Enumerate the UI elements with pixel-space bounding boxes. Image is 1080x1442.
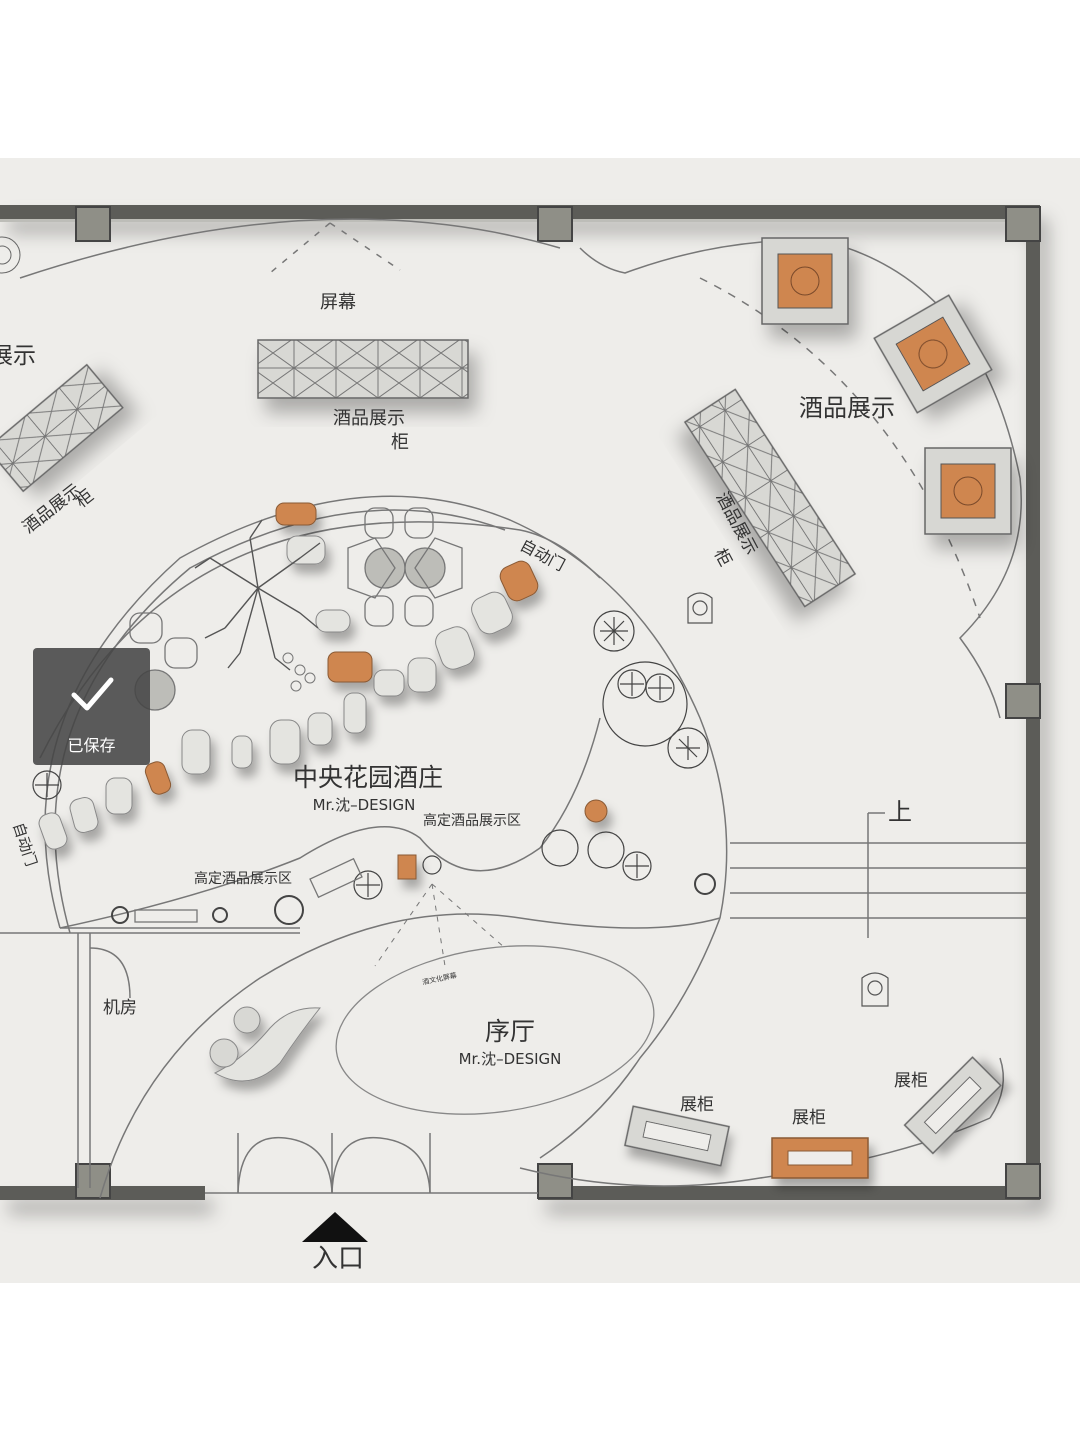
cabinet-1 <box>624 1105 730 1167</box>
wine-cabinet-top <box>257 339 469 399</box>
toast-label: 已保存 <box>67 736 116 755</box>
label-lobby: 序厅 <box>485 1017 535 1046</box>
wine-display-boxes <box>761 237 1012 535</box>
label-machine-room: 机房 <box>103 998 137 1018</box>
lobby-oval <box>335 945 655 1115</box>
pillars <box>75 206 1041 1199</box>
entrance-doors <box>205 1133 538 1194</box>
machine-room-walls <box>0 932 300 1188</box>
labels: 屏幕 展示 酒品展示 柜 酒品展示 柜 酒品展示 酒品展示 柜 自动门 自动门 … <box>0 292 928 1274</box>
entrance-arrow-icon <box>302 1212 368 1242</box>
label-wine-display-right: 酒品展示 <box>799 394 895 422</box>
plant-icons <box>32 610 716 925</box>
label-wine-cabinet-top-2: 柜 <box>391 432 409 453</box>
staircase <box>730 812 1026 938</box>
label-garden-title: 中央花园酒庄 <box>293 763 443 792</box>
saved-toast: 已保存 <box>33 648 150 765</box>
lobby-sculpture <box>209 1006 321 1082</box>
label-lobby-brand: Mr.沈–DESIGN <box>459 1050 562 1068</box>
outer-walls <box>0 205 1040 1200</box>
person-icons <box>687 592 889 1007</box>
label-premium-area-2: 高定酒品展示区 <box>194 870 292 887</box>
label-cabinet-1: 展柜 <box>680 1095 714 1115</box>
label-cabinet-2: 展柜 <box>792 1108 826 1128</box>
check-icon <box>71 677 114 711</box>
label-cabinet-3: 展柜 <box>894 1071 928 1091</box>
cabinet-2 <box>771 1137 869 1179</box>
label-garden-brand: Mr.沈–DESIGN <box>313 796 416 814</box>
small-dots <box>282 652 316 692</box>
tree-icon <box>194 519 321 671</box>
curve-lines <box>19 218 1022 1199</box>
label-entrance: 入口 <box>312 1244 364 1274</box>
lobby-screen-lines <box>374 883 506 967</box>
round-table-partial <box>0 236 21 274</box>
label-premium-area-1: 高定酒品展示区 <box>423 812 521 829</box>
wine-cabinet-diagonal <box>683 388 857 608</box>
premium-cabinet-angled <box>309 857 363 899</box>
label-wine-display-left: 展示 <box>0 343 36 369</box>
dining-set-top <box>347 507 463 627</box>
wine-cabinet-left <box>0 363 124 493</box>
premium-cabinet-small <box>134 909 198 923</box>
label-wine-cabinet-top-1: 酒品展示 <box>333 408 405 429</box>
cabinet-3 <box>903 1056 1002 1155</box>
label-screen: 屏幕 <box>320 292 356 313</box>
stepping-stones <box>38 502 608 880</box>
floor-plan: 屏幕 展示 酒品展示 柜 酒品展示 柜 酒品展示 酒品展示 柜 自动门 自动门 … <box>0 158 1080 1283</box>
label-up: 上 <box>888 798 912 826</box>
